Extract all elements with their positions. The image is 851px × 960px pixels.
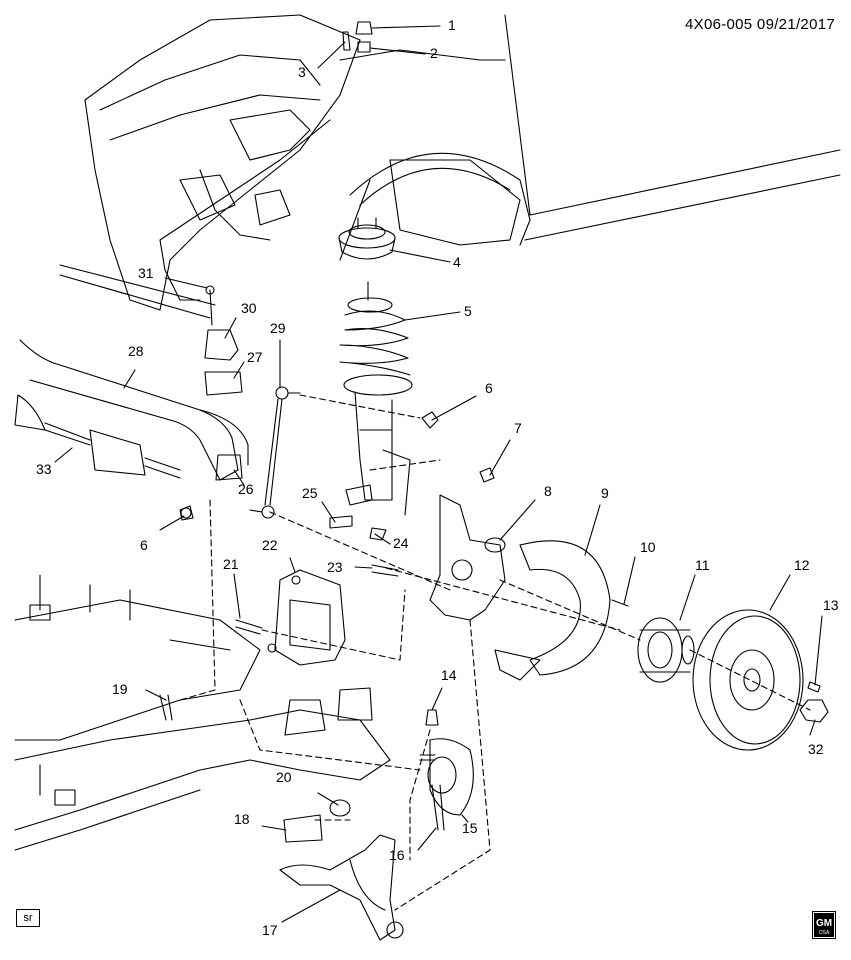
callout-c21: 21 bbox=[223, 556, 239, 572]
corner-tag: sr bbox=[16, 909, 40, 927]
callout-c30: 30 bbox=[241, 300, 257, 316]
callout-c3: 3 bbox=[298, 64, 306, 80]
callout-c6a: 6 bbox=[485, 380, 493, 396]
callout-c10: 10 bbox=[640, 539, 656, 555]
callout-c25: 25 bbox=[302, 485, 318, 501]
callout-c14: 14 bbox=[441, 667, 457, 683]
callout-c2: 2 bbox=[430, 45, 438, 61]
callout-c1: 1 bbox=[448, 17, 456, 33]
steering-knuckle-drawing bbox=[429, 494, 506, 621]
callout-c8: 8 bbox=[544, 483, 552, 499]
callout-c11: 11 bbox=[695, 557, 710, 573]
callout-c16: 16 bbox=[389, 847, 405, 863]
callout-c27: 27 bbox=[247, 349, 263, 365]
body-frame-drawing bbox=[59, 14, 361, 319]
stabilizer-bushing-drawing bbox=[204, 285, 243, 481]
callout-c28: 28 bbox=[128, 343, 144, 359]
callout-c29: 29 bbox=[270, 320, 286, 336]
callout-c26: 26 bbox=[238, 481, 254, 497]
callout-c24: 24 bbox=[393, 535, 409, 551]
subframe-drawing bbox=[14, 574, 391, 851]
svg-text:GM: GM bbox=[816, 918, 832, 929]
callout-c32: 32 bbox=[808, 741, 824, 757]
callout-c19: 19 bbox=[112, 681, 128, 697]
callout-c33: 33 bbox=[36, 461, 52, 477]
stabilizer-link-drawing bbox=[249, 386, 301, 519]
callout-c7: 7 bbox=[514, 420, 522, 436]
callout-c13: 13 bbox=[823, 597, 839, 613]
splash-shield-drawing bbox=[494, 540, 611, 681]
callout-c9: 9 bbox=[601, 485, 609, 501]
wheel-hub-drawing bbox=[637, 617, 695, 683]
callout-c20: 20 bbox=[276, 769, 292, 785]
brake-caliper-drawing bbox=[267, 569, 346, 666]
callout-c6b: 6 bbox=[140, 537, 148, 553]
callout-c31: 31 bbox=[138, 265, 154, 281]
lower-control-arm-drawing bbox=[279, 738, 474, 941]
callout-c12: 12 bbox=[794, 557, 810, 573]
callout-c22: 22 bbox=[262, 537, 278, 553]
callout-c5: 5 bbox=[464, 303, 472, 319]
callout-c15: 15 bbox=[462, 820, 478, 836]
strut-mount-drawing bbox=[338, 217, 396, 260]
callout-c17: 17 bbox=[262, 922, 278, 938]
gm-logo-icon: GM OSA bbox=[812, 911, 836, 939]
assembly-leaders bbox=[179, 394, 811, 911]
callout-c4: 4 bbox=[453, 254, 461, 270]
stabilizer-bar-drawing bbox=[19, 339, 249, 481]
strut-spring-drawing bbox=[339, 281, 413, 516]
callout-leaders bbox=[54, 25, 823, 923]
diagram-header: 4X06-005 09/21/2017 bbox=[685, 16, 835, 33]
callout-c23: 23 bbox=[327, 559, 343, 575]
drive-axle-drawing bbox=[14, 394, 192, 519]
callout-c18: 18 bbox=[234, 811, 250, 827]
wheelhouse-drawing bbox=[339, 14, 841, 261]
svg-text:OSA: OSA bbox=[819, 930, 830, 936]
brake-rotor-drawing bbox=[692, 609, 804, 751]
fasteners-drawing bbox=[159, 21, 829, 831]
